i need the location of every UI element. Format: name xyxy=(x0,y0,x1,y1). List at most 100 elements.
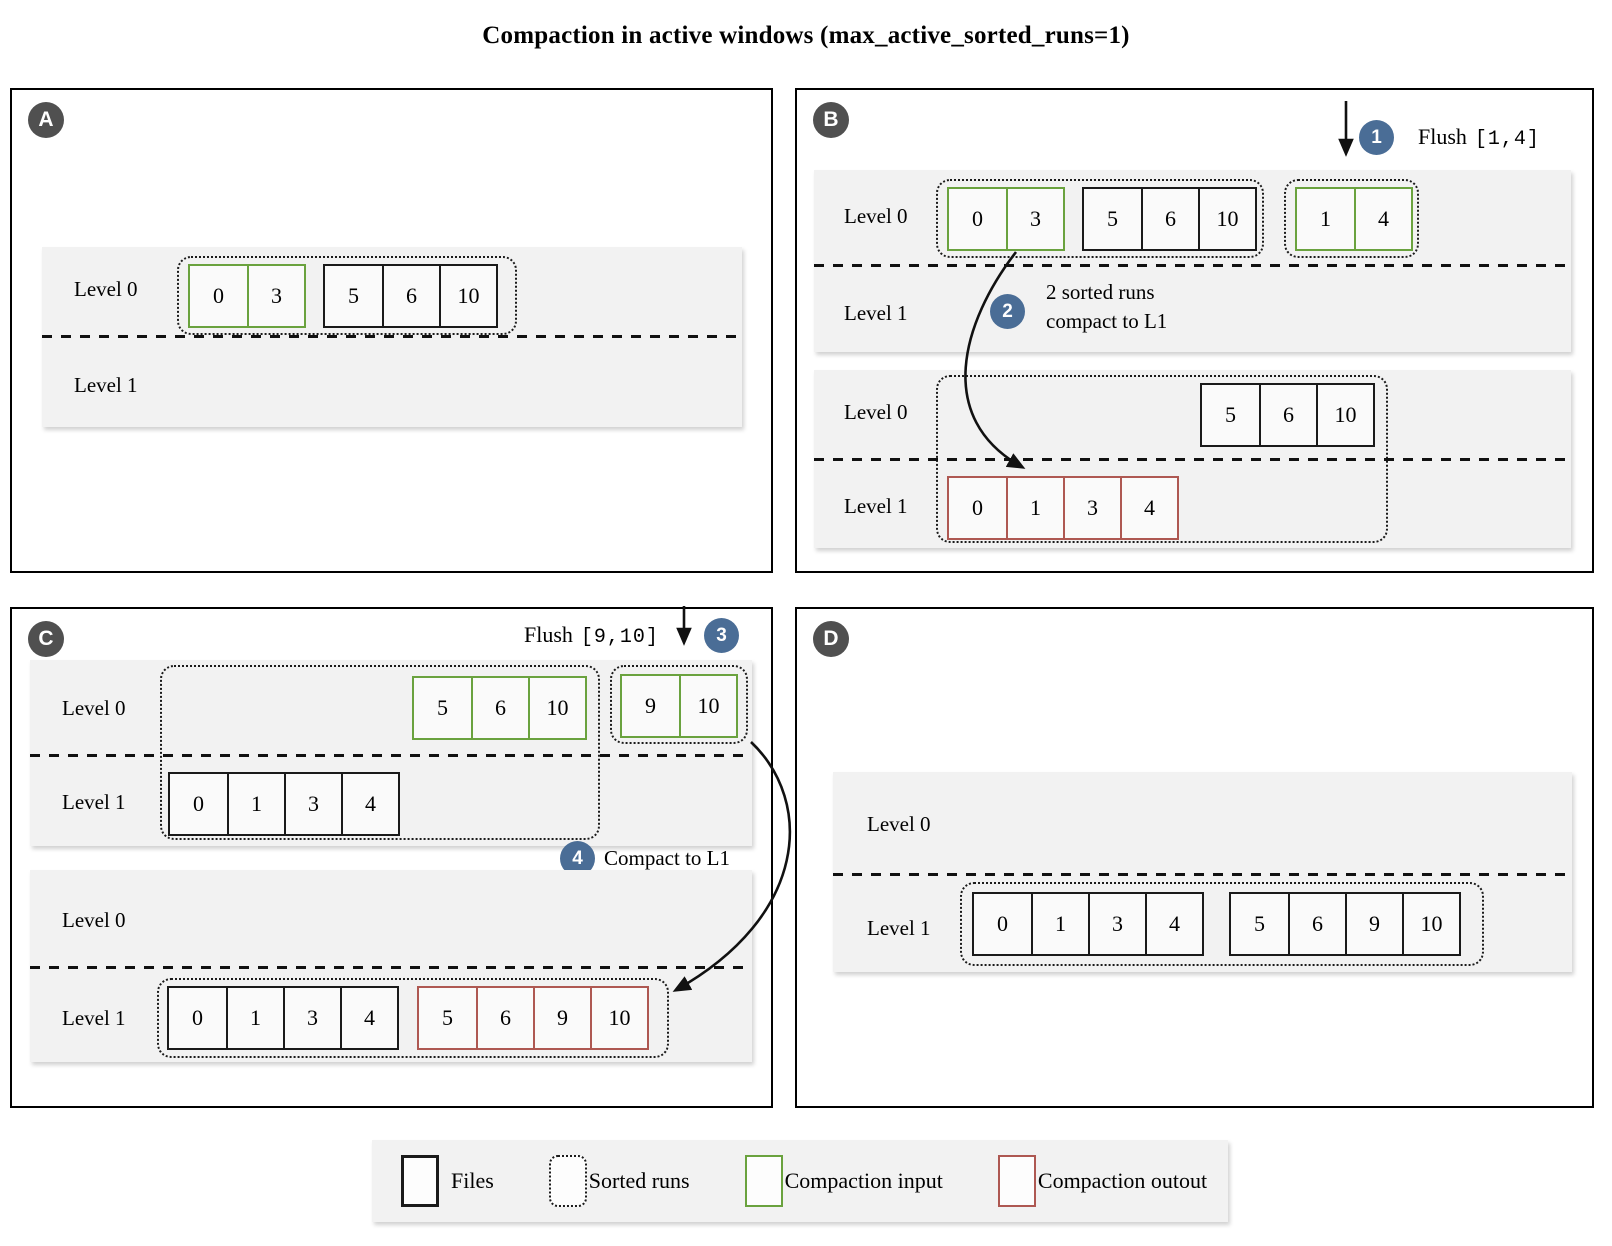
panel-a: A Level 0 Level 1 0 3 5 6 10 xyxy=(10,88,773,573)
file-cell: 5 xyxy=(437,695,448,720)
file-cell: 3 xyxy=(247,266,304,326)
legend-files-label: Files xyxy=(451,1168,494,1193)
file-cell: 5 xyxy=(1107,206,1118,231)
file-group: 5 6 10 xyxy=(1082,187,1257,251)
file-cell: 5 xyxy=(442,1005,453,1030)
legend-sorted-runs-label: Sorted runs xyxy=(588,1168,690,1193)
file-cell: 5 xyxy=(348,283,359,308)
file-cell: 6 xyxy=(1288,894,1345,954)
legend-compaction-input-label: Compaction input xyxy=(784,1168,943,1193)
step-circle-3: 3 xyxy=(704,618,739,653)
flush-text: Flush xyxy=(1418,124,1467,149)
legend-files-swatch xyxy=(401,1155,439,1207)
file-cell: 1 xyxy=(1006,478,1063,538)
file-cell: 5 xyxy=(1254,911,1265,936)
sorted-run-outline xyxy=(936,179,1264,258)
file-cell: 10 xyxy=(679,676,736,736)
level1-label: Level 1 xyxy=(844,494,908,518)
file-cell: 6 xyxy=(476,988,533,1048)
file-group: 5 6 10 xyxy=(323,264,498,328)
compact-note: 2 sorted runs compact to L1 xyxy=(1046,278,1167,336)
level1-label: Level 1 xyxy=(844,301,908,325)
compaction-input-group: 1 4 xyxy=(1295,187,1413,251)
file-cell: 5 xyxy=(1225,402,1236,427)
level0-label: Level 0 xyxy=(844,400,908,424)
flush-range: [1,4] xyxy=(1474,128,1540,151)
file-cell: 0 xyxy=(193,791,204,816)
file-cell: 6 xyxy=(1259,385,1316,445)
file-cell: 10 xyxy=(1198,189,1255,249)
level0-label: Level 0 xyxy=(74,277,138,301)
panel-d-badge: D xyxy=(813,621,849,657)
step-circle-2: 2 xyxy=(990,294,1025,329)
level-divider xyxy=(833,873,1572,876)
file-cell: 0 xyxy=(213,283,224,308)
sorted-run-outline xyxy=(960,882,1484,966)
level-divider xyxy=(42,335,742,338)
file-cell: 4 xyxy=(340,988,397,1048)
level0-label: Level 0 xyxy=(62,696,126,720)
file-cell: 1 xyxy=(1031,894,1088,954)
file-cell: 9 xyxy=(533,988,590,1048)
file-cell: 3 xyxy=(283,988,340,1048)
file-cell: 1 xyxy=(227,774,284,834)
step-circle-1: 1 xyxy=(1359,120,1394,155)
file-cell: 0 xyxy=(192,1005,203,1030)
compaction-input-group: 9 10 xyxy=(620,674,738,738)
level0-label: Level 0 xyxy=(62,908,126,932)
file-cell: 10 xyxy=(590,988,647,1048)
panel-c: C Flush[9,10] 3 Level 0 5 6 10 9 10 Leve… xyxy=(10,607,773,1108)
compact-to-l1-label: Compact to L1 xyxy=(604,846,730,870)
file-cell: 4 xyxy=(1120,478,1177,538)
level1-label: Level 1 xyxy=(867,916,931,940)
page-title: Compaction in active windows (max_active… xyxy=(482,22,1130,49)
level-divider xyxy=(30,966,752,969)
panel-b: B 1 Flush[1,4] Level 0 0 3 5 6 10 1 4 Le… xyxy=(795,88,1594,573)
level-divider xyxy=(30,754,752,757)
file-cell: 4 xyxy=(1145,894,1202,954)
level-divider xyxy=(814,264,1571,267)
panel-d: D Level 0 Level 1 0 1 3 4 5 6 9 10 xyxy=(795,607,1594,1108)
file-cell: 1 xyxy=(226,988,283,1048)
file-cell: 10 xyxy=(1402,894,1459,954)
file-cell: 10 xyxy=(1316,385,1373,445)
file-cell: 6 xyxy=(471,678,528,738)
file-cell: 9 xyxy=(645,693,656,718)
compaction-input-group: 0 3 xyxy=(947,187,1065,251)
file-group: 5 6 10 xyxy=(1200,383,1375,447)
panel-b-upper-band: Level 0 0 3 5 6 10 1 4 Level 1 2 2 sorte… xyxy=(814,170,1571,352)
panel-b-lower-band: Level 0 5 6 10 Level 1 0 1 3 4 xyxy=(814,370,1571,548)
level-divider xyxy=(814,458,1571,461)
compaction-output-group: 5 6 9 10 xyxy=(417,986,649,1050)
sorted-run-outline xyxy=(157,978,669,1058)
level1-label: Level 1 xyxy=(62,1006,126,1030)
panel-a-badge: A xyxy=(28,102,64,138)
flush-label: Flush [1,4] xyxy=(1418,124,1540,151)
compaction-output-group: 0 1 3 4 xyxy=(947,476,1179,540)
file-group: 5 6 9 10 xyxy=(1229,892,1461,956)
compaction-input-group: 5 6 10 xyxy=(412,676,587,740)
file-cell: 6 xyxy=(382,266,439,326)
flush-text: Flush xyxy=(524,622,573,647)
flush-range: [9,10] xyxy=(580,626,659,649)
legend-compaction-output-swatch xyxy=(997,1155,1036,1207)
file-cell: 3 xyxy=(1006,189,1063,249)
compact-note-line1: 2 sorted runs xyxy=(1046,280,1155,304)
sorted-run-outline xyxy=(160,665,600,840)
legend-compaction-input-swatch xyxy=(744,1155,783,1207)
file-cell: 6 xyxy=(1141,189,1198,249)
sorted-run-outline xyxy=(1284,179,1419,258)
file-cell: 9 xyxy=(1345,894,1402,954)
compact-note-line2: compact to L1 xyxy=(1046,309,1168,333)
flush-label: Flush [9,10] xyxy=(524,622,659,649)
level1-label: Level 1 xyxy=(62,790,126,814)
panel-d-level-band: Level 0 Level 1 0 1 3 4 5 6 9 10 xyxy=(833,772,1572,972)
file-cell: 0 xyxy=(997,911,1008,936)
file-cell: 1 xyxy=(1320,206,1331,231)
file-cell: 0 xyxy=(972,206,983,231)
file-cell: 3 xyxy=(1088,894,1145,954)
file-group: 0 1 3 4 xyxy=(168,772,400,836)
level0-label: Level 0 xyxy=(867,812,931,836)
panel-b-badge: B xyxy=(813,102,849,138)
file-cell: 10 xyxy=(528,678,585,738)
